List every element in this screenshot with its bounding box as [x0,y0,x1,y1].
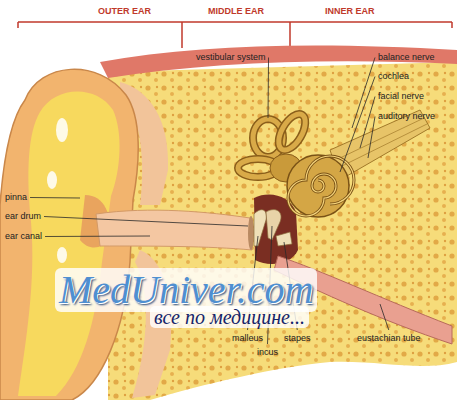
part-label: cochlea [378,71,409,82]
inner-ear-drawing [238,110,430,217]
section-heading: MIDDLE EAR [208,6,264,17]
middle-ear-cavity [254,194,298,264]
leader-line [352,58,375,129]
ear-canal-drawing [96,210,254,250]
part-label: pinna [5,192,27,203]
nerve-fiber [338,124,427,168]
ear-drum-shape [248,216,254,250]
cartilage-highlight [57,247,67,263]
part-label: ear canal [5,231,42,242]
bracket-tick [17,22,19,28]
part-label: vestibular system [196,52,266,63]
cartilage-highlight [56,118,68,142]
cochlea-shape [287,155,349,217]
part-label: stapes [284,333,311,344]
leader-line [44,217,248,227]
part-label: facial nerve [378,91,424,102]
leader-line [45,236,150,238]
part-label: balance nerve [378,52,435,63]
leader-line [30,197,80,199]
part-label: auditory nerve [378,111,435,122]
leader-line [368,117,375,159]
bracket-line [18,21,452,23]
semicircular-canal [273,110,310,155]
section-heading: OUTER EAR [98,6,151,17]
leader-line [360,97,375,149]
leader-line [268,58,270,119]
bracket-tick [451,22,453,28]
cochlea-spiral [288,156,354,216]
bracket-tick [181,22,183,48]
part-label: incus [257,347,278,358]
ear-canal-shape [96,210,252,250]
part-label: eustachian tube [357,333,421,344]
leader-line [380,304,389,330]
part-label: malleus [232,333,263,344]
malleus-shape [254,210,266,246]
cartilage-highlight [47,171,57,189]
watermark: все по медицине... [150,306,309,328]
leader-line [340,77,375,173]
cochlea-spiral-highlight [288,156,354,216]
header-bracket [18,22,452,48]
bracket-tick [289,22,291,48]
section-heading: INNER EAR [325,6,375,17]
part-label: ear drum [5,211,41,222]
middle-ear-drawing [254,194,298,264]
semicircular-canal [273,110,310,155]
